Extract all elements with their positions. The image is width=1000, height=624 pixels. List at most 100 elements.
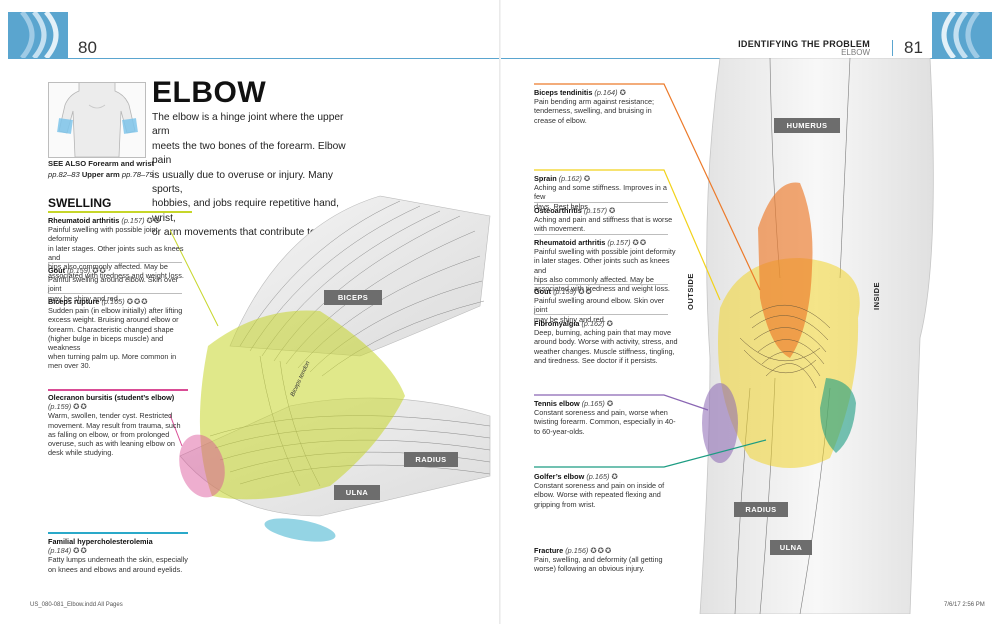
entry-line: Painful swelling around elbow. Skin over… [48,275,179,294]
entry-title[interactable]: Fibromyalgia [534,319,580,328]
entry-title[interactable]: Familial hypercholesterolemia [48,537,153,546]
entry-line: on knees and elbows and around eyelids. [48,564,183,574]
entry-osteoarthritis: Osteoarthritis (p.157) ✪ Aching and pain… [534,206,679,234]
severity-icon: ✪ [619,88,627,97]
entry-line: Sudden pain (in elbow initially) after l… [48,306,183,316]
divider [534,284,668,285]
entry-title[interactable]: Gout [48,266,66,275]
entry-line: forearm. Characteristic changed shape [48,324,174,334]
bent-arm-illustration [170,195,491,542]
severity-icon: ✪✪✪ [126,297,149,306]
see-also-link-upper-arm[interactable]: Upper arm [81,170,120,179]
entry-title[interactable]: Tennis elbow [534,399,580,408]
entry-line: men over 30. [48,361,91,371]
entry-biceps-tendinitis: Biceps tendinitis (p.164) ✪ Pain bending… [534,88,679,125]
entry-title[interactable]: Rheumatoid arthritis [534,238,606,247]
entry-fracture: Fracture (p.156) ✪✪✪ Pain, swelling, and… [534,546,679,574]
severity-icon: ✪ [611,472,619,481]
entry-title[interactable]: Olecranon bursitis (student’s elbow) [48,393,175,402]
entry-page-ref: (p.165) [581,399,605,408]
divider [534,314,668,315]
entry-line: in later stages. Other joints such as kn… [534,256,670,275]
entry-line: may be shiny and red. [48,293,120,303]
see-also-pages-2: pp.78–79 [121,170,154,179]
entry-page-ref: (p.184) [48,546,72,556]
entry-line: Constant soreness and pain, worse when [534,408,668,418]
entry-title[interactable]: Biceps rupture [48,297,100,306]
entry-golfers-elbow: Golfer’s elbow (p.165) ✪ Constant sorene… [534,472,679,509]
intro-line: is usually due to overuse or injury. Man… [152,169,334,196]
label-ulna-right: ULNA [770,540,812,555]
entry-rheumatoid-arthritis-left: Rheumatoid arthritis (p.157) ✪✪ Painful … [48,216,188,280]
intro-line: hobbies, and jobs require repetitive han… [152,198,339,224]
entry-title[interactable]: Fracture [534,546,564,555]
entry-page-ref: (p.165) [586,472,610,481]
entry-line: associated with tiredness and weight los… [534,284,670,294]
page-corner-tab-right [932,12,992,58]
severity-icon: ✪✪ [578,287,593,296]
entry-line: desk while studying. [48,448,114,458]
entry-familial-hypercholesterolemia: Familial hypercholesterolemia (p.184) ✪✪… [48,537,188,574]
label-ulna-left: ULNA [334,485,380,500]
severity-icon: ✪ [606,319,614,328]
entry-line: associated with tiredness and weight los… [48,271,184,281]
entry-line: twisting forearm. Common, especially in … [534,417,676,427]
entry-page-ref: (p.156) [565,546,589,555]
divider [534,234,668,235]
label-radius-right: RADIUS [734,502,788,517]
entry-title[interactable]: Rheumatoid arthritis [48,216,120,225]
label-biceps: BICEPS [324,290,382,305]
entry-fibromyalgia: Fibromyalgia (p.162) ✪ Deep, burning, ac… [534,319,679,365]
entry-line: Aching and some stiffness. Improves in a… [534,183,667,202]
severity-icon: ✪ [583,174,592,183]
label-inside: INSIDE [872,281,881,310]
entry-title[interactable]: Biceps tendinitis [534,88,593,97]
entry-title[interactable]: Gout [534,287,552,296]
see-also-link-forearm[interactable]: Forearm and wrist [88,159,155,168]
intro-line: The elbow is a hinge joint where the upp… [152,112,344,138]
entry-gout-right: Gout (p.159) ✪✪ Painful swelling around … [534,287,679,324]
section-subtitle: ELBOW [841,48,870,57]
entry-line: gripping from wrist. [534,499,596,509]
entry-olecranon-bursitis: Olecranon bursitis (student’s elbow) (p.… [48,393,188,457]
page-gutter [499,0,501,624]
severity-icon: ✪✪ [632,238,648,247]
entry-line: may be shiny and red. [534,314,606,324]
severity-icon: ✪ [609,206,617,215]
entry-line: tenderness, swelling, and bruising in [534,106,652,116]
entry-title[interactable]: Sprain [534,174,557,183]
entry-line: weather changes. Muscle stiffness, tingl… [534,346,675,356]
entry-page-ref: (p.159) [553,287,577,296]
see-also: SEE ALSO Forearm and wrist pp.82–83 Uppe… [48,158,158,180]
entry-line: Painful swelling with possible joint def… [48,225,158,244]
header-rule-left [8,36,499,59]
left-page-number: 80 [78,38,97,57]
entry-title[interactable]: Golfer’s elbow [534,472,585,481]
entry-line: hips also commonly affected. May be [48,262,168,272]
leader-line-pink [48,389,188,391]
entry-line: worse) following an obvious injury. [534,564,645,574]
entry-line: overuse, such as with leaning elbow on [48,439,175,449]
right-page-number: 81 [904,38,923,57]
see-also-label: SEE ALSO [48,159,87,168]
entry-biceps-rupture: Biceps rupture (p.165) ✪✪✪ Sudden pain (… [48,297,188,371]
intro-text: The elbow is a hinge joint where the upp… [152,111,352,241]
severity-icon: ✪ [606,399,615,408]
entry-page-ref: (p.159) [67,266,91,275]
section-heading-swelling: SWELLING [48,196,112,210]
severity-icon: ✪✪✪ [590,546,613,555]
entry-line: Fatty lumps underneath the skin, especia… [48,555,188,565]
entry-page-ref: (p.157) [583,206,608,215]
entry-line: days. Rest helps. [534,201,590,211]
page-corner-tab-left [8,12,68,58]
entry-line: and tiredness. See doctor if it persists… [534,355,658,365]
section-title: IDENTIFYING THE PROBLEM [738,39,870,49]
severity-icon: ✪✪ [73,402,88,412]
entry-title[interactable]: Osteoarthritis [534,206,582,215]
entry-tennis-elbow: Tennis elbow (p.165) ✪ Constant soreness… [534,399,679,436]
severity-icon: ✪✪ [73,546,88,556]
straight-arm-illustration [699,58,934,614]
leader-line-cyan [48,532,188,534]
entry-line: with movement. [534,224,586,234]
entry-line: Painful swelling with possible joint def… [534,247,676,257]
